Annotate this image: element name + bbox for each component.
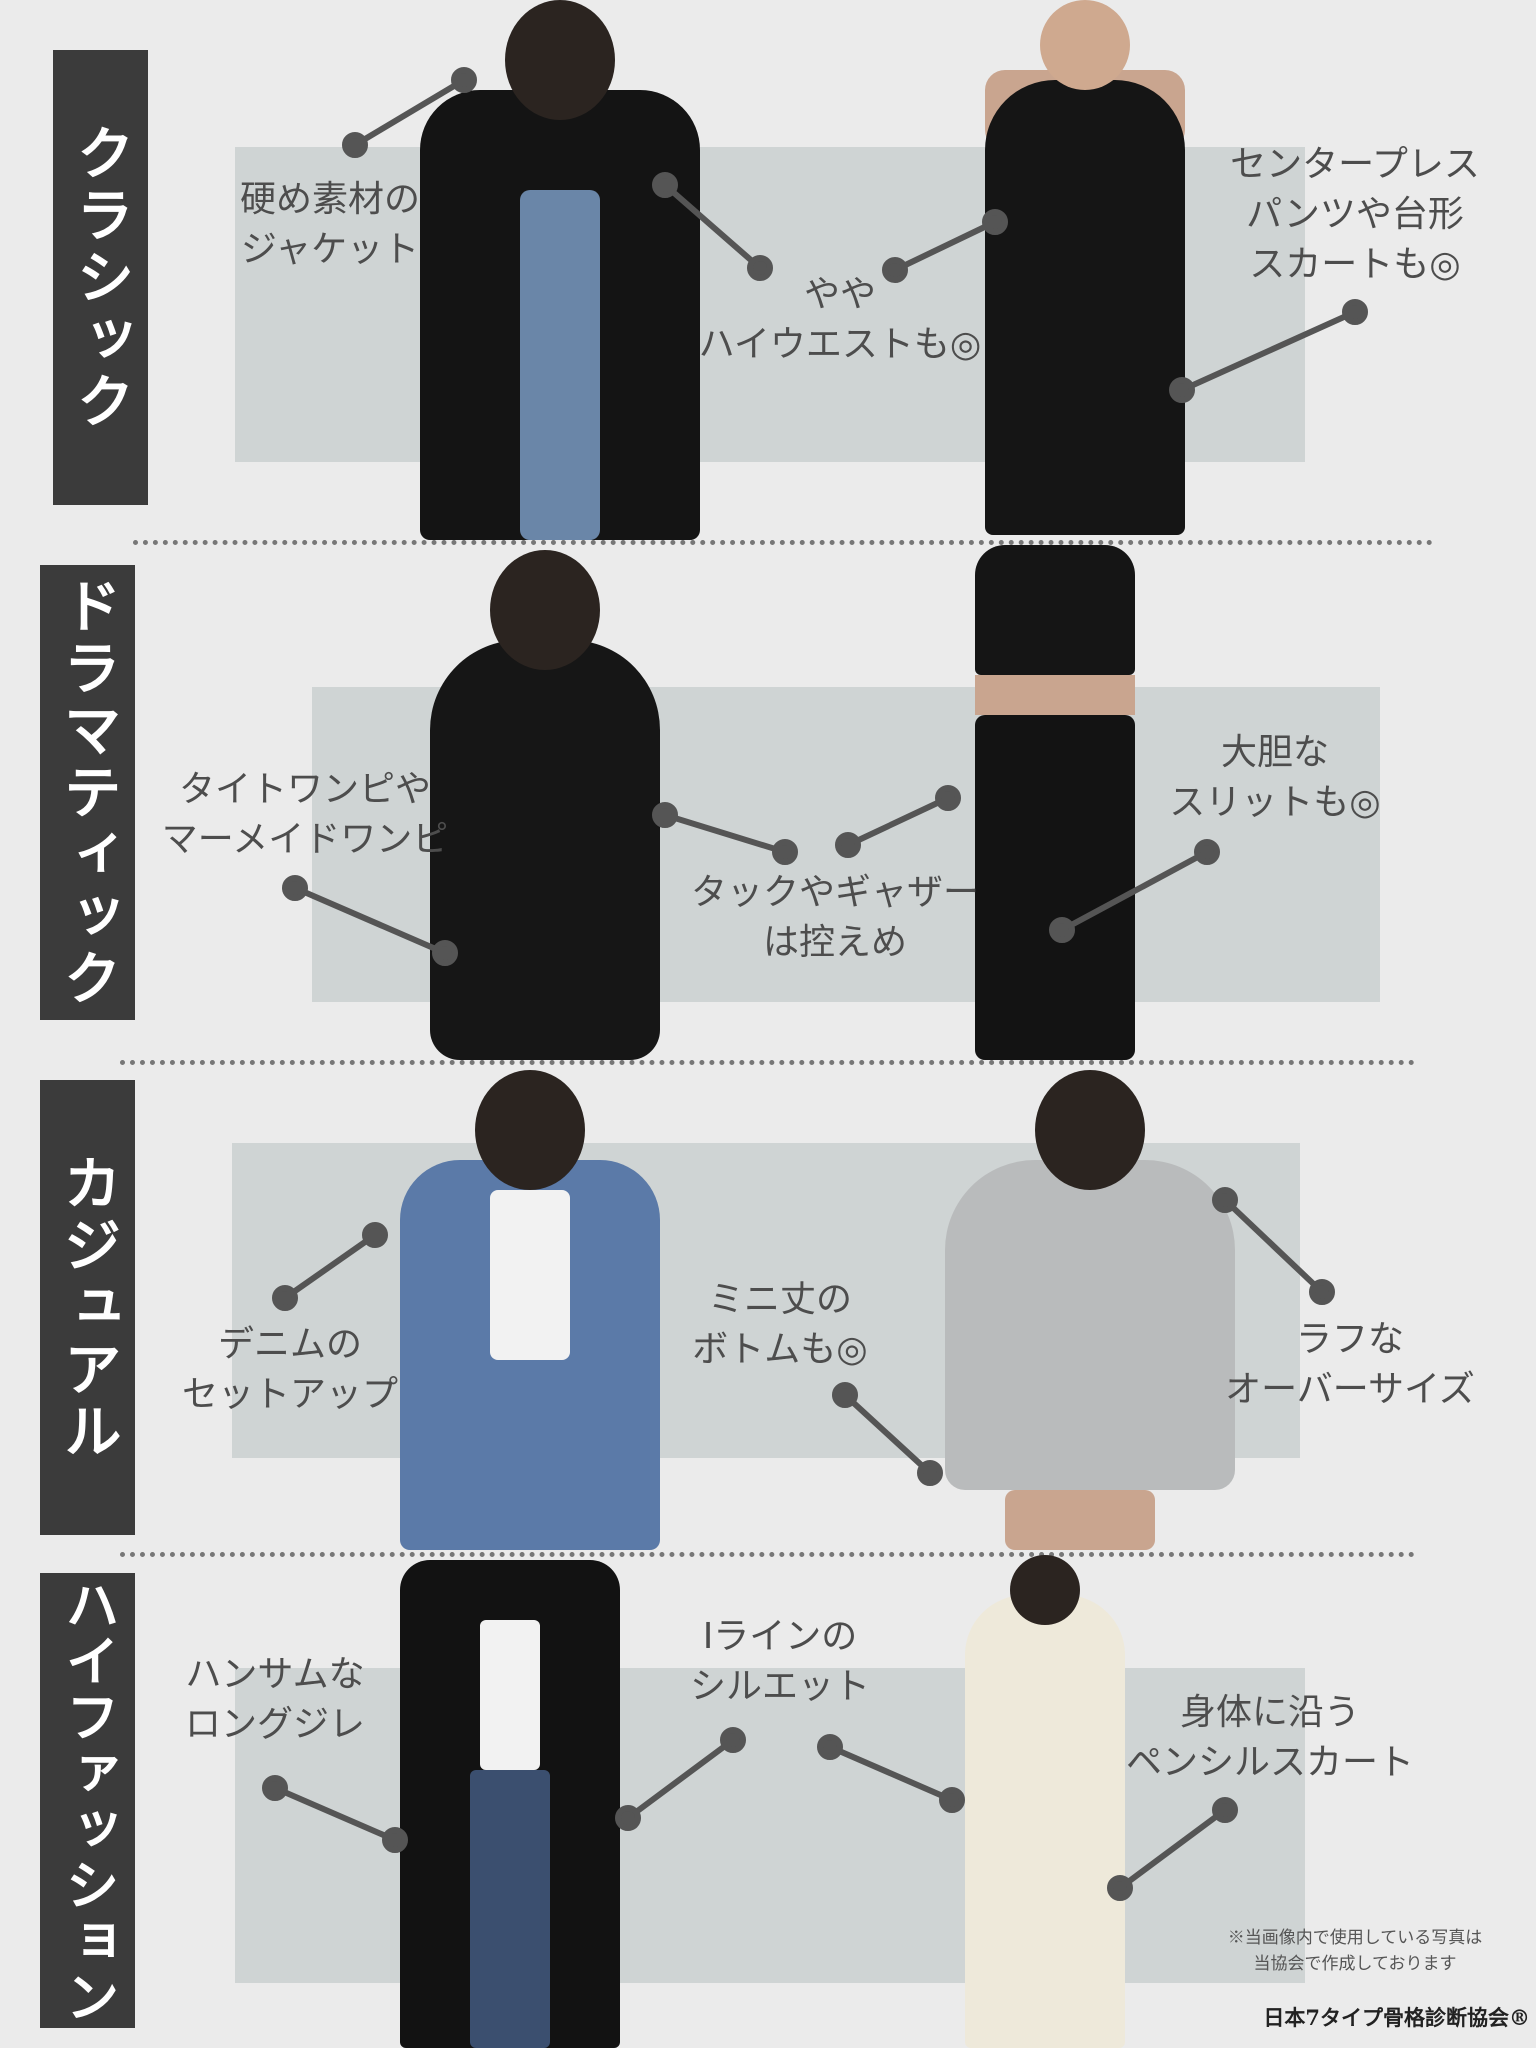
model-photo-grey-oversized-hoodie-dress	[945, 1070, 1235, 1550]
style-tag-label: ハイファッション	[56, 1576, 119, 2025]
label-i-line-silhouette: Iラインの シルエット	[689, 1616, 870, 1707]
label-mini-length-bottoms: ミニ丈の ボトムも◎	[692, 1279, 868, 1370]
label-handsome-long-gilet: ハンサムな ロングジレ	[184, 1654, 365, 1745]
association-credit: 日本7タイプ骨格診断協会®	[1263, 2005, 1530, 2030]
style-tag-dramatic: ドラマティック	[40, 565, 135, 1020]
label-hard-fabric-jacket: 硬め素材の ジャケット	[239, 179, 420, 270]
label-bold-slit: 大胆な スリットも◎	[1169, 732, 1381, 823]
style-tag-label: ドラマティック	[53, 575, 122, 1010]
label-rough-oversize: ラフな オーバーサイズ	[1225, 1319, 1475, 1410]
label-tight-mermaid-dress: タイトワンピや マーメイドワンピ	[161, 769, 449, 860]
photo-source-note: ※当画像内で使用している写真は 当協会で作成しております	[1227, 1928, 1483, 1974]
model-photo-black-knit-tight-dress	[430, 550, 660, 1060]
style-tag-label: カジュアル	[53, 1152, 122, 1463]
model-photo-denim-setup	[400, 1070, 660, 1550]
label-minimal-tucks-gathers: タックやギャザー は控えめ	[690, 872, 979, 963]
label-center-press: センタープレス パンツや台形 スカートも◎	[1230, 144, 1480, 285]
model-photo-black-crop-top-slit-skirt	[975, 545, 1135, 1060]
style-tag-label: クラシック	[66, 122, 135, 433]
model-photo-black-jacket-jeans	[420, 0, 700, 540]
style-tag-classic: クラシック	[53, 50, 148, 505]
model-photo-black-sleeveless-dress	[985, 0, 1185, 535]
style-tag-casual: カジュアル	[40, 1080, 135, 1535]
label-high-waist: やや ハイウエストも◎	[698, 274, 982, 365]
section-divider	[120, 1552, 1415, 1557]
label-body-hugging-pencil-skirt: 身体に沿う ペンシルスカート	[1125, 1692, 1414, 1783]
style-tag-high-fashion: ハイファッション	[40, 1573, 135, 2028]
model-photo-ivory-long-dress	[965, 1555, 1125, 2048]
model-photo-black-long-gilet-jeans	[400, 1560, 620, 2048]
section-divider	[133, 540, 1433, 545]
section-divider	[120, 1060, 1415, 1065]
label-denim-setup: デニムの セットアップ	[181, 1324, 398, 1415]
